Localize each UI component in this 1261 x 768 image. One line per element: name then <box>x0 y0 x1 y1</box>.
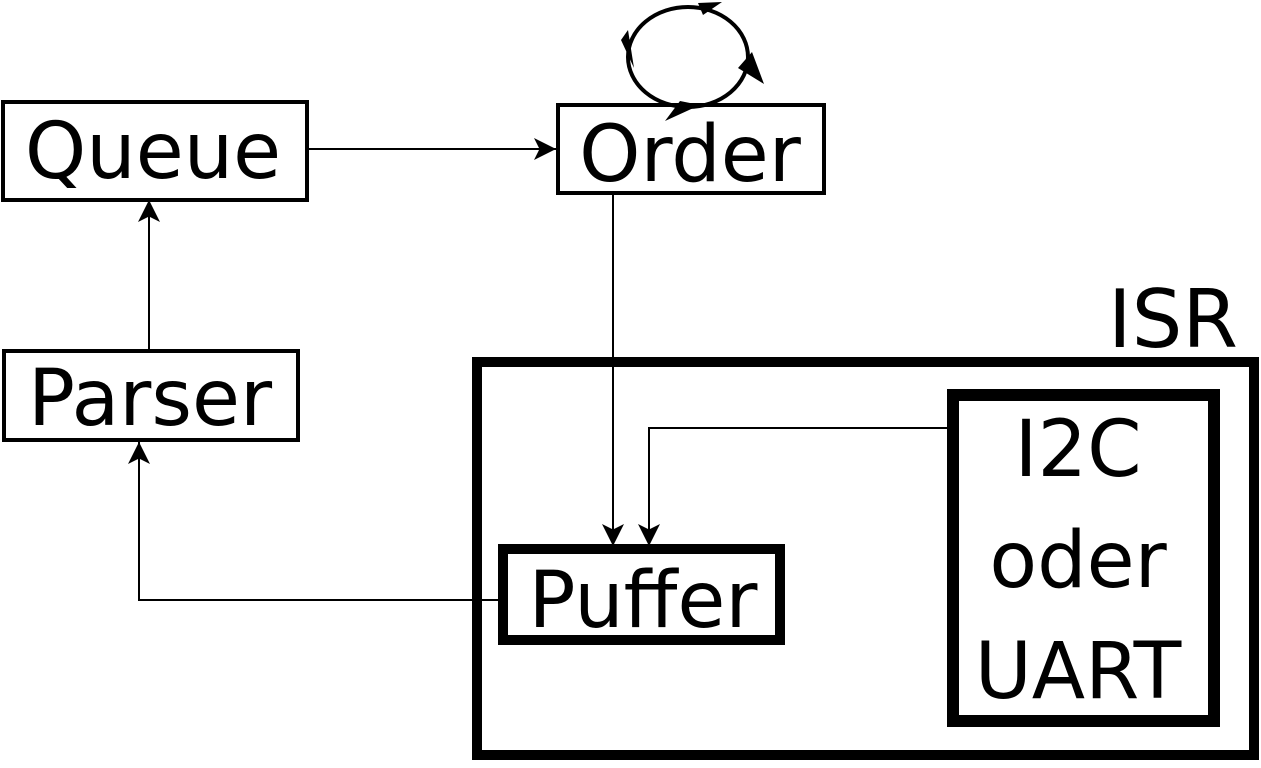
self-loop-arc <box>626 5 750 109</box>
puffer-label: Puffer <box>529 556 759 646</box>
isr-box <box>472 357 1259 760</box>
i2c-uart-box <box>947 389 1220 727</box>
order-self-loop <box>621 2 764 121</box>
i2c-uart-node: I2C oder UART <box>947 389 1220 727</box>
puffer-box <box>498 544 785 645</box>
self-loop-arrowhead-top <box>698 2 722 15</box>
i2c-uart-label-line1: I2C <box>1014 405 1141 495</box>
puffer-node: Puffer <box>498 544 785 646</box>
parser-box <box>2 349 300 442</box>
isr-label: ISR <box>1108 273 1238 366</box>
i2c-uart-label-line2: oder <box>989 516 1167 606</box>
order-node: Order <box>556 103 826 200</box>
isr-container: ISR <box>472 273 1259 760</box>
edge-puffer-to-parser <box>128 442 500 601</box>
order-label: Order <box>579 110 802 200</box>
queue-node: Queue <box>1 100 309 202</box>
parser-label: Parser <box>28 354 273 444</box>
parser-node: Parser <box>2 349 300 444</box>
edge-i2c-uart-to-puffer <box>638 427 947 546</box>
queue-label: Queue <box>25 107 281 197</box>
self-loop-arrowhead-bottom <box>665 101 700 121</box>
self-loop-arrowhead-right <box>738 52 764 84</box>
i2c-uart-label-line3: UART <box>975 627 1182 717</box>
self-loop-arrowhead-left <box>621 30 634 68</box>
